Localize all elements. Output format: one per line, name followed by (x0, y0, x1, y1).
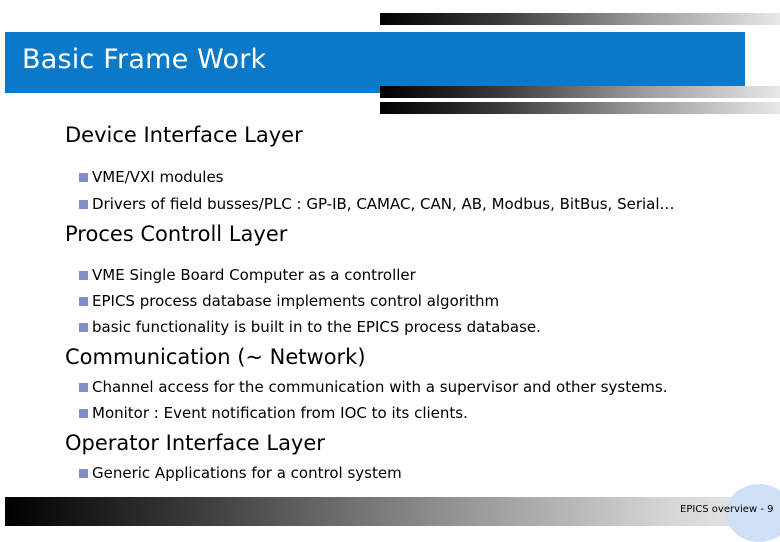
bullet-text: Monitor : Event notification from IOC to… (92, 404, 468, 422)
footer-circle (726, 484, 780, 542)
bullet-text: Drivers of field busses/PLC : GP-IB, CAM… (92, 195, 675, 213)
top-gradient-bar-2 (380, 86, 780, 98)
title-band (5, 32, 745, 93)
slide-footer: EPICS overview - 9 (680, 504, 774, 515)
bullet-item: basic functionality is built in to the E… (79, 318, 541, 336)
top-gradient-bar-1 (380, 13, 780, 25)
section-heading: Operator Interface Layer (65, 431, 325, 455)
bullet-square-icon (79, 322, 88, 332)
bullet-item: EPICS process database implements contro… (79, 292, 499, 310)
bullet-square-icon (79, 408, 88, 418)
section-heading: Device Interface Layer (65, 123, 303, 147)
bullet-square-icon (79, 199, 88, 209)
bullet-text: basic functionality is built in to the E… (92, 318, 541, 336)
section-heading: Proces Controll Layer (65, 222, 288, 246)
bullet-square-icon (79, 270, 88, 280)
bullet-text: Generic Applications for a control syste… (92, 464, 402, 482)
bullet-text: Channel access for the communication wit… (92, 378, 668, 396)
top-gradient-bar-3 (380, 102, 780, 114)
bullet-text: VME Single Board Computer as a controlle… (92, 266, 416, 284)
section-heading: Communication (~ Network) (65, 345, 366, 369)
slide-title: Basic Frame Work (22, 44, 267, 75)
bottom-gradient-bar (5, 497, 780, 526)
bullet-square-icon (79, 296, 88, 306)
bullet-item: VME Single Board Computer as a controlle… (79, 266, 416, 284)
bullet-square-icon (79, 468, 88, 478)
bullet-item: Monitor : Event notification from IOC to… (79, 404, 468, 422)
bullet-item: Generic Applications for a control syste… (79, 464, 402, 482)
bullet-square-icon (79, 382, 88, 392)
bullet-item: Channel access for the communication wit… (79, 378, 668, 396)
bullet-item: VME/VXI modules (79, 168, 224, 186)
bullet-text: EPICS process database implements contro… (92, 292, 500, 310)
bullet-square-icon (79, 172, 88, 182)
bullet-item: Drivers of field busses/PLC : GP-IB, CAM… (79, 195, 675, 213)
bullet-text: VME/VXI modules (92, 168, 224, 186)
